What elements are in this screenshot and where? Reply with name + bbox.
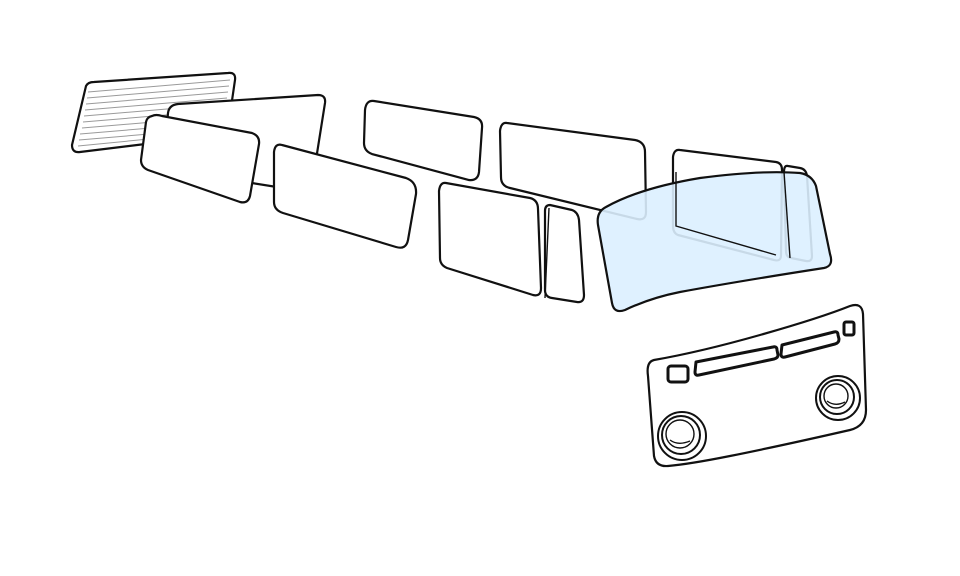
front-panel	[646, 303, 868, 468]
rear-side-window-left	[139, 113, 261, 204]
right-small-vent	[842, 320, 856, 337]
left-grille	[693, 345, 780, 377]
right-grille	[779, 330, 841, 359]
windscreen	[596, 171, 833, 313]
right-headlamp	[815, 375, 861, 421]
door-vent-window	[543, 203, 586, 304]
left-small-vent	[666, 364, 690, 384]
side-window-left-large	[272, 143, 418, 249]
windscreen-inner-line	[675, 172, 777, 256]
door-vent-divider	[544, 207, 550, 299]
side-window-center	[437, 181, 543, 297]
windscreen-inner-line-2	[783, 171, 791, 259]
left-headlamp	[657, 411, 707, 461]
side-window-right-upper-1	[362, 99, 484, 182]
